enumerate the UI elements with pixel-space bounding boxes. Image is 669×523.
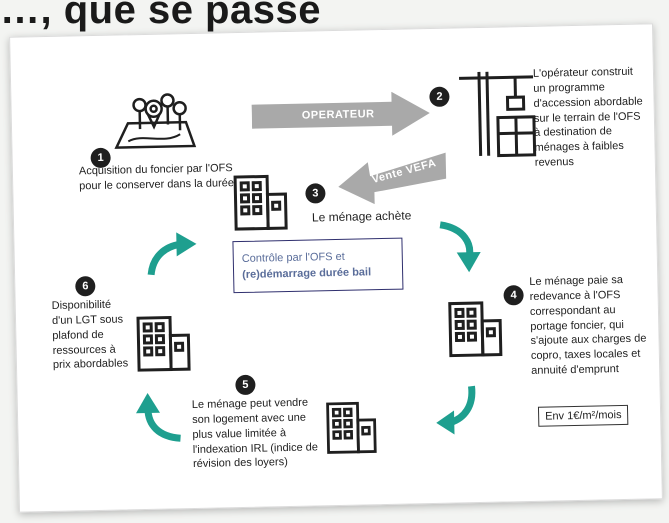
cycle-arrow-left-right: [147, 232, 197, 276]
step-6-text: Disponibilité d'un LGT sous plafond de r…: [51, 298, 129, 372]
step-2-badge: 2: [429, 86, 450, 108]
page-heading: …, que se passe: [0, 0, 321, 32]
land-pins-icon: [114, 93, 197, 149]
operator-arrow: [251, 91, 430, 136]
control-box: Contrôle par l'OFS et (re)démarrage duré…: [232, 237, 404, 294]
building-icon: [233, 174, 288, 231]
building-icon: [448, 301, 503, 358]
control-box-line-1: Contrôle par l'OFS et: [241, 250, 345, 265]
vefa-arrow: [338, 152, 447, 205]
control-box-line-2: (re)démarrage durée bail: [241, 266, 372, 281]
diagram-card: 1 Acquisition du foncier par l'OFS pour …: [9, 23, 663, 513]
cycle-arrow-right-down: [439, 221, 481, 273]
construction-crane-icon: [459, 71, 537, 158]
building-icon: [136, 315, 191, 372]
cycle-arrow-left-up: [135, 392, 181, 442]
step-2-text: L'opérateur construit un programme d'acc…: [532, 65, 643, 169]
step-6-badge: 6: [75, 276, 96, 297]
step-5-badge: 5: [235, 374, 256, 396]
step-5-text: Le ménage peut vendre son logement avec …: [191, 396, 319, 471]
step-3-badge: 3: [305, 183, 326, 204]
operator-label: OPERATEUR: [301, 108, 375, 122]
step-4-text: Le ménage paie sa redevance à l'OFS corr…: [529, 273, 647, 377]
building-icon: [326, 401, 377, 454]
price-box: Env 1€/m²/mois: [537, 404, 629, 427]
step-4-badge: 4: [503, 285, 524, 306]
step-3-text: Le ménage achète: [311, 208, 412, 225]
cycle-arrow-bottom-left: [436, 385, 476, 435]
step-1-text: Acquisition du foncier par l'OFS pour le…: [78, 162, 235, 193]
